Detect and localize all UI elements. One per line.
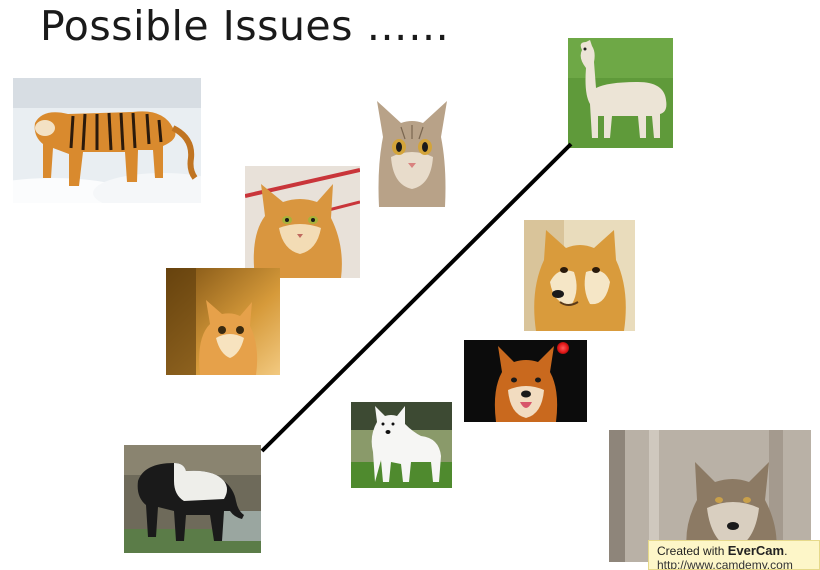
watermark-prefix: Created with	[657, 544, 728, 558]
tiger-photo	[13, 78, 201, 203]
cat-face-photo	[371, 97, 453, 207]
alpaca-photo	[568, 38, 673, 148]
shiba-photo	[464, 340, 587, 422]
watermark-url: http://www.camdemy.com	[657, 558, 793, 570]
watermark-suffix: .	[784, 544, 788, 558]
watermark-brand: EverCam	[727, 543, 785, 558]
slide-title: Possible Issues ……	[40, 2, 450, 50]
evercam-watermark: Created with EverCam. http://www.camdemy…	[648, 540, 820, 570]
cat-on-floor-photo	[166, 268, 280, 375]
samoyed-photo	[351, 402, 452, 488]
doge-photo	[524, 220, 635, 331]
orange-cat-photo	[245, 166, 360, 278]
laser-pointer-dot	[557, 342, 569, 354]
tapir-photo	[124, 445, 261, 553]
